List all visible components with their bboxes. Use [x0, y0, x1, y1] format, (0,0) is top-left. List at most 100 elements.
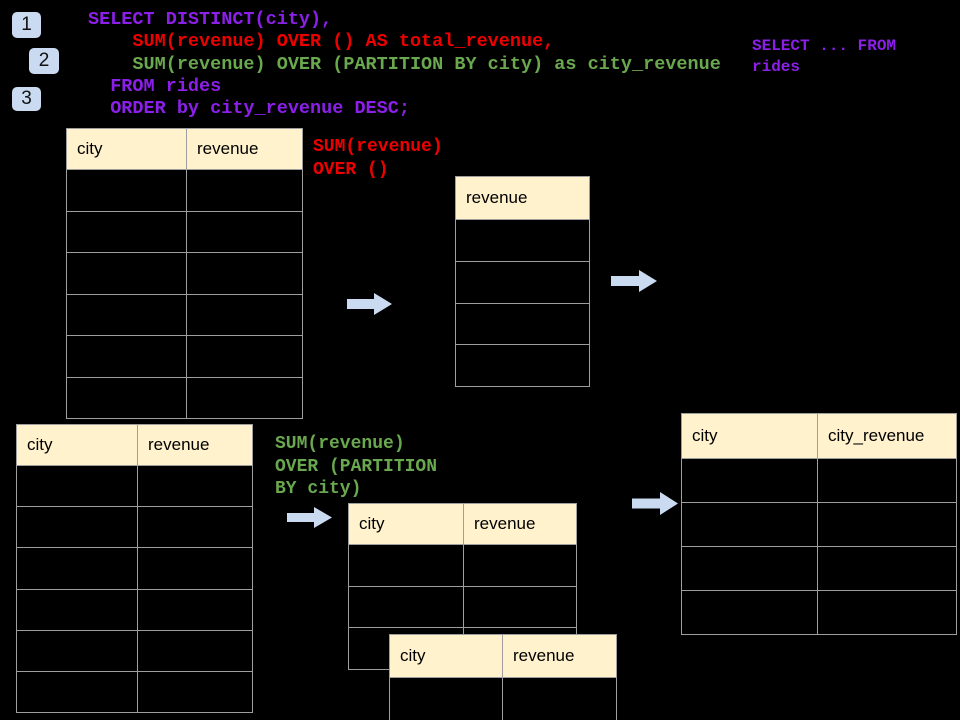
table-cell	[456, 345, 589, 386]
table-cell	[818, 459, 956, 502]
table-cell	[456, 304, 589, 345]
table-row	[456, 344, 589, 386]
column-header-revenue: revenue	[197, 139, 259, 158]
table-cell	[67, 294, 187, 335]
table-cell	[138, 672, 252, 712]
table-row	[390, 677, 616, 720]
step-badge-3-label: 3	[21, 88, 32, 109]
table-cell	[187, 253, 302, 294]
table-cell	[464, 545, 576, 586]
table-row	[349, 544, 576, 586]
column-header-city: city	[682, 414, 818, 458]
code-line: OVER (PARTITION	[275, 456, 438, 477]
table-row	[17, 670, 252, 713]
table-cell	[456, 220, 589, 261]
table-cell	[17, 548, 138, 589]
table-row	[17, 547, 252, 589]
table-cell	[17, 466, 138, 507]
table-row	[17, 506, 252, 548]
table-cell	[818, 503, 956, 546]
code-line: SUM(revenue)	[313, 137, 443, 157]
table-partition-intermediate: city revenue	[348, 503, 577, 671]
table-cell	[138, 507, 252, 547]
table-row	[17, 588, 252, 630]
table-cell	[682, 459, 818, 502]
right-arrow-icon-2	[611, 270, 657, 292]
table-cell	[818, 591, 956, 634]
table-cell	[187, 295, 302, 336]
table-cell	[67, 377, 187, 418]
table-cell	[456, 262, 589, 303]
table-row	[456, 260, 589, 303]
table-row	[456, 302, 589, 345]
table-row	[67, 169, 302, 211]
table-row	[67, 252, 302, 294]
code-line: SELECT ... FROM	[752, 37, 897, 55]
right-arrow-icon-4	[632, 492, 678, 515]
column-header-city: city	[67, 129, 187, 169]
window-total-label: SUM(revenue)OVER ()	[313, 136, 443, 181]
table-cell	[138, 466, 252, 506]
table-cell	[187, 212, 302, 253]
step-badge-1-label: 1	[21, 14, 32, 35]
code-line: rides	[752, 58, 801, 76]
table-row	[67, 293, 302, 336]
table-cell	[503, 678, 616, 720]
table-row	[682, 546, 956, 590]
right-arrow-icon-3	[287, 507, 332, 528]
table-row	[682, 502, 956, 546]
table-row	[67, 210, 302, 253]
table-city-revenue-result: city city_revenue	[681, 413, 957, 635]
table-row	[682, 590, 956, 634]
table-header-row: city revenue	[67, 129, 302, 169]
table-cell	[17, 671, 138, 713]
sql-query-code: SELECT DISTINCT(city), SUM(revenue) OVER…	[88, 9, 721, 120]
table-row	[456, 219, 589, 261]
table-cell	[349, 586, 464, 628]
right-arrow-icon-1	[347, 293, 392, 315]
table-cell	[67, 253, 187, 294]
table-cell	[682, 503, 818, 546]
column-header-revenue: revenue	[466, 188, 528, 207]
table-row	[349, 585, 576, 628]
table-cell	[187, 170, 302, 211]
table-cell	[138, 548, 252, 588]
table-row	[17, 465, 252, 507]
table-cell	[17, 589, 138, 630]
table-row	[17, 629, 252, 671]
table-cell	[67, 336, 187, 377]
step-badge-2-label: 2	[38, 50, 50, 71]
table-cell	[818, 547, 956, 590]
column-header-city_revenue: city_revenue	[828, 426, 925, 445]
table-cell	[390, 678, 503, 720]
table-cell	[67, 170, 187, 211]
table-cell	[138, 590, 252, 630]
step-badge-3: 3	[12, 87, 41, 111]
table-header-row: city revenue	[349, 504, 576, 544]
table-cell	[138, 631, 252, 671]
column-header-city: city	[390, 635, 503, 677]
table-header-row: city city_revenue	[682, 414, 956, 458]
table-cell	[349, 545, 464, 586]
column-header-city: city	[349, 504, 464, 544]
code-line: SUM(revenue) OVER (PARTITION BY city) as…	[88, 53, 721, 75]
table-row	[67, 376, 302, 419]
table-cell	[682, 591, 818, 634]
table-cell	[682, 547, 818, 590]
code-line: ORDER by city_revenue DESC;	[88, 98, 410, 120]
column-header-city: city	[17, 425, 138, 465]
select-from-rides-note: SELECT ... FROM rides	[752, 36, 896, 78]
table-source-full: city revenue	[66, 128, 303, 419]
table-header-row: revenue	[456, 177, 589, 219]
table-cell	[187, 336, 302, 377]
code-line: SUM(revenue)	[275, 434, 405, 454]
code-line: FROM rides	[88, 75, 222, 97]
column-header-revenue: revenue	[474, 514, 536, 533]
table-cell	[187, 378, 302, 419]
step-badge-1: 1	[12, 12, 41, 38]
